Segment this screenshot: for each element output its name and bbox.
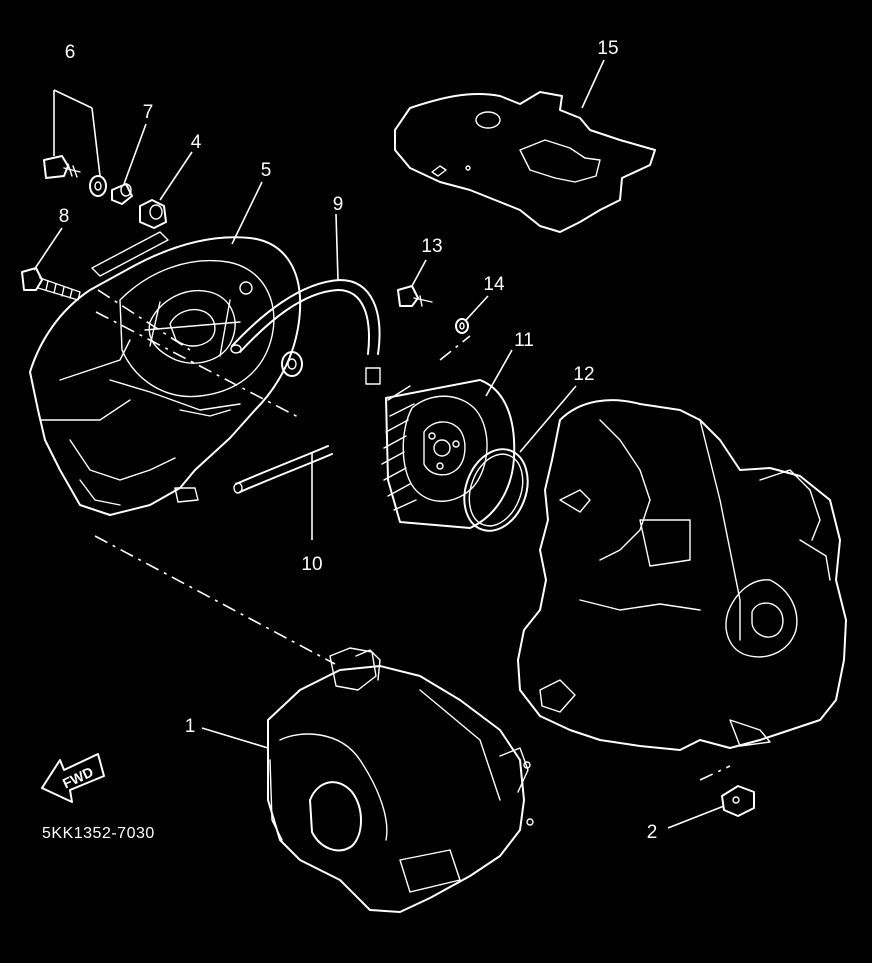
callout-7: 7 [143,102,154,123]
callout-12: 12 [573,364,594,385]
callout-8: 8 [59,206,70,227]
part-9-hose [230,279,381,385]
callout-10: 10 [301,554,322,575]
part-8-screw [21,267,81,301]
part-14-washer [455,318,469,334]
part-11-fan [381,379,516,529]
part-4-grommet [139,199,167,229]
callout-5: 5 [261,160,272,181]
part-10-hose [233,445,333,494]
part-6-screw-washer [43,155,107,197]
alignment-lines [94,289,731,781]
callout-13: 13 [421,236,442,257]
callout-1: 1 [185,716,196,737]
callout-14: 14 [483,274,505,295]
fwd-arrow-icon: FWD [41,753,105,803]
engine-crankcase [517,399,847,751]
part-13-bolt [397,285,433,307]
callout-2: 2 [647,822,658,843]
part-7-collar [111,183,133,205]
part-5-fan-housing [29,231,303,516]
callout-9: 9 [333,194,344,215]
callout-4: 4 [191,132,202,153]
part-12-o-ring [463,448,529,532]
callout-6: 6 [65,42,76,63]
part-15-plate [394,91,656,233]
callout-11: 11 [514,330,534,351]
part-1-lower-shroud [267,647,534,913]
leader-lines [33,59,725,829]
callout-15: 15 [597,38,618,59]
part-code: 5KK1352-7030 [42,825,155,842]
part-2-clip [721,785,755,817]
